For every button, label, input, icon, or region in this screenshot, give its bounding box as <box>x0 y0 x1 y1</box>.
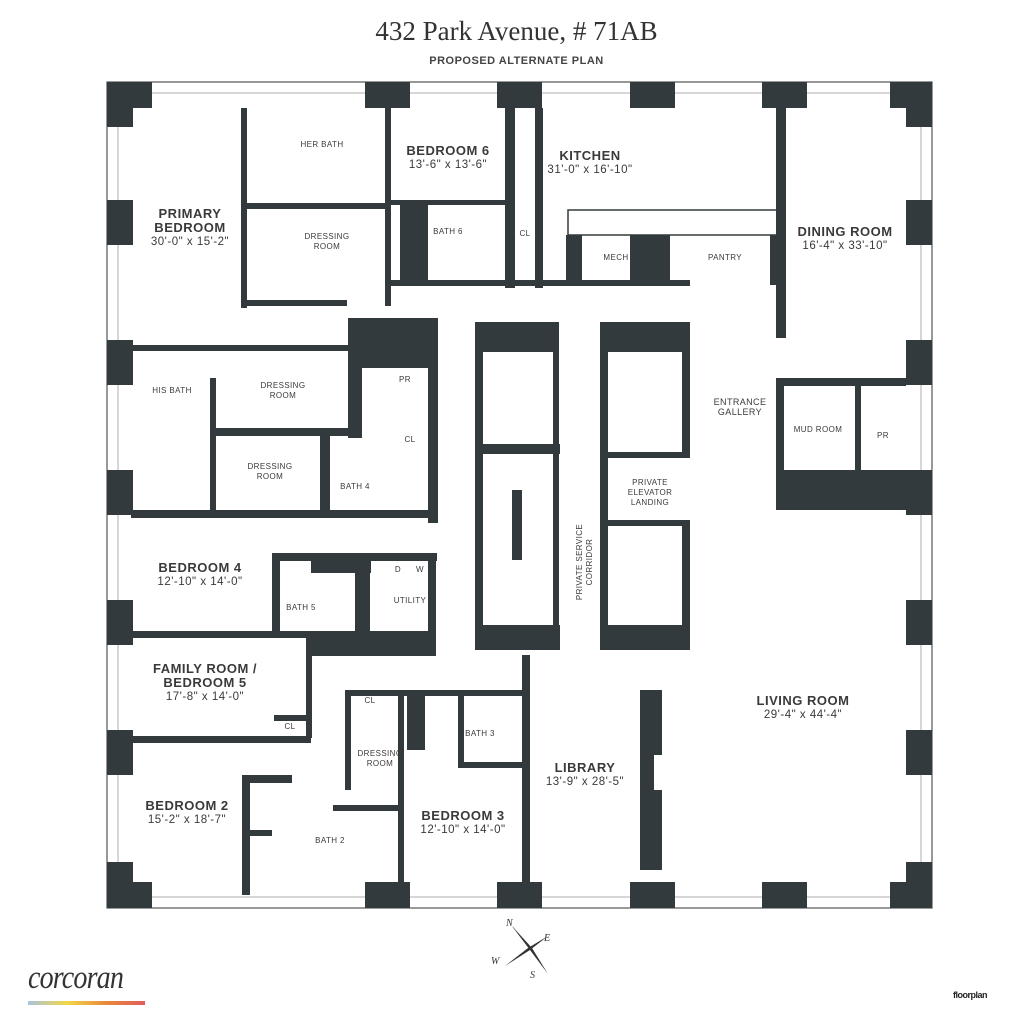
column <box>906 470 932 515</box>
column <box>107 730 133 775</box>
column <box>497 882 542 908</box>
room-bedroom-3: BEDROOM 3 12'-10" x 14'-0" <box>420 809 505 837</box>
room-name: BEDROOM 6 <box>406 143 490 158</box>
floorplan-brand: floorplan <box>953 990 988 1000</box>
room-dressing-room: DRESSING ROOM <box>304 232 350 251</box>
column <box>107 470 133 515</box>
column <box>906 82 932 127</box>
room-dimensions: 31'-0" x 16'-10" <box>547 164 633 176</box>
room-dressing-room: DRESSING ROOM <box>247 462 293 481</box>
room-name: FAMILY ROOM / BEDROOM 5 <box>152 661 258 690</box>
column <box>107 862 133 908</box>
room-dimensions: 12'-10" x 14'-0" <box>157 576 243 588</box>
room-living-room: LIVING ROOM 29'-4" x 44'-4" <box>757 694 850 722</box>
column <box>107 82 133 127</box>
room-entrance-gallery: ENTRANCE GALLERY <box>713 397 767 417</box>
room-closet: CL <box>404 435 416 444</box>
room-bath-4: BATH 4 <box>340 482 370 491</box>
room-dimensions: 29'-4" x 44'-4" <box>763 709 843 721</box>
room-bath-2: BATH 2 <box>315 836 345 845</box>
room-bedroom-6: BEDROOM 6 13'-6" x 13'-6" <box>406 144 489 172</box>
room-bath-3: BATH 3 <box>465 729 495 738</box>
room-dressing-room: DRESSING ROOM <box>260 381 306 400</box>
room-dimensions: 12'-10" x 14'-0" <box>420 824 506 836</box>
column <box>630 882 675 908</box>
room-bath-6: BATH 6 <box>433 227 463 236</box>
page-title: 432 Park Avenue, # 71AB <box>375 16 658 46</box>
column <box>107 200 133 245</box>
column <box>762 882 807 908</box>
page-subtitle: PROPOSED ALTERNATE PLAN <box>429 55 604 67</box>
room-powder-room: PR <box>877 431 889 440</box>
room-family-room: FAMILY ROOM / BEDROOM 5 17'-8" x 14'-0" <box>153 662 257 704</box>
room-closet: CL <box>364 696 376 705</box>
compass-south: S <box>530 970 535 981</box>
room-pantry: PANTRY <box>707 253 743 262</box>
column <box>365 82 410 108</box>
room-mud-room: MUD ROOM <box>793 425 843 434</box>
column <box>906 600 932 645</box>
room-dimensions: 13'-9" x 28'-5" <box>545 776 625 788</box>
room-name: BEDROOM 3 <box>421 808 505 823</box>
room-mech: MECH <box>603 253 629 262</box>
washer-label: W <box>416 565 424 574</box>
column <box>107 600 133 645</box>
column <box>497 82 542 108</box>
dryer-label: D <box>394 565 402 574</box>
room-his-bath: HIS BATH <box>152 386 192 395</box>
room-dimensions: 30'-0" x 15'-2" <box>150 236 230 248</box>
room-utility: UTILITY <box>393 596 427 605</box>
exterior-columns <box>107 82 932 908</box>
column <box>906 862 932 908</box>
room-dimensions: 17'-8" x 14'-0" <box>165 691 245 703</box>
room-kitchen: KITCHEN 31'-0" x 16'-10" <box>547 149 632 177</box>
room-bath-5: BATH 5 <box>286 603 316 612</box>
room-her-bath: HER BATH <box>300 140 344 149</box>
corcoran-logo: corcoran <box>28 960 124 996</box>
room-bedroom-2: BEDROOM 2 15'-2" x 18'-7" <box>145 799 228 827</box>
room-name: KITCHEN <box>559 148 621 163</box>
column <box>762 82 807 108</box>
room-bedroom-4: BEDROOM 4 12'-10" x 14'-0" <box>157 561 242 589</box>
column <box>906 340 932 385</box>
room-dimensions: 16'-4" x 33'-10" <box>802 240 888 252</box>
room-name: BEDROOM 2 <box>145 798 229 813</box>
room-dimensions: 13'-6" x 13'-6" <box>408 159 488 171</box>
room-closet: CL <box>284 722 296 731</box>
column <box>630 82 675 108</box>
room-name: BEDROOM 4 <box>158 560 242 575</box>
room-name: LIVING ROOM <box>756 693 850 708</box>
column <box>906 730 932 775</box>
interior-walls <box>131 108 906 895</box>
room-private-service-corridor: PRIVATE SERVICE CORRIDOR <box>575 523 594 601</box>
room-dining-room: DINING ROOM 16'-4" x 33'-10" <box>797 225 892 253</box>
room-name: DINING ROOM <box>797 224 893 239</box>
compass-rose-icon <box>505 926 548 974</box>
compass-east: E <box>544 933 551 944</box>
room-private-elevator-landing: PRIVATE ELEVATOR LANDING <box>627 478 673 507</box>
room-dimensions: 15'-2" x 18'-7" <box>147 814 227 826</box>
room-primary-bedroom: PRIMARY BEDROOM 30'-0" x 15'-2" <box>151 207 229 249</box>
compass-west: W <box>491 956 500 967</box>
room-dressing-room: DRESSING ROOM <box>357 749 403 768</box>
room-name: LIBRARY <box>554 760 616 775</box>
room-powder-room: PR <box>399 375 411 384</box>
room-name: PRIMARY BEDROOM <box>154 206 226 235</box>
room-closet: CL <box>410 728 422 737</box>
compass-north: N <box>506 918 513 929</box>
column <box>107 340 133 385</box>
room-closet: CL <box>519 229 531 238</box>
room-library: LIBRARY 13'-9" x 28'-5" <box>546 761 624 789</box>
column <box>906 200 932 245</box>
logo-color-bar <box>28 1001 145 1005</box>
